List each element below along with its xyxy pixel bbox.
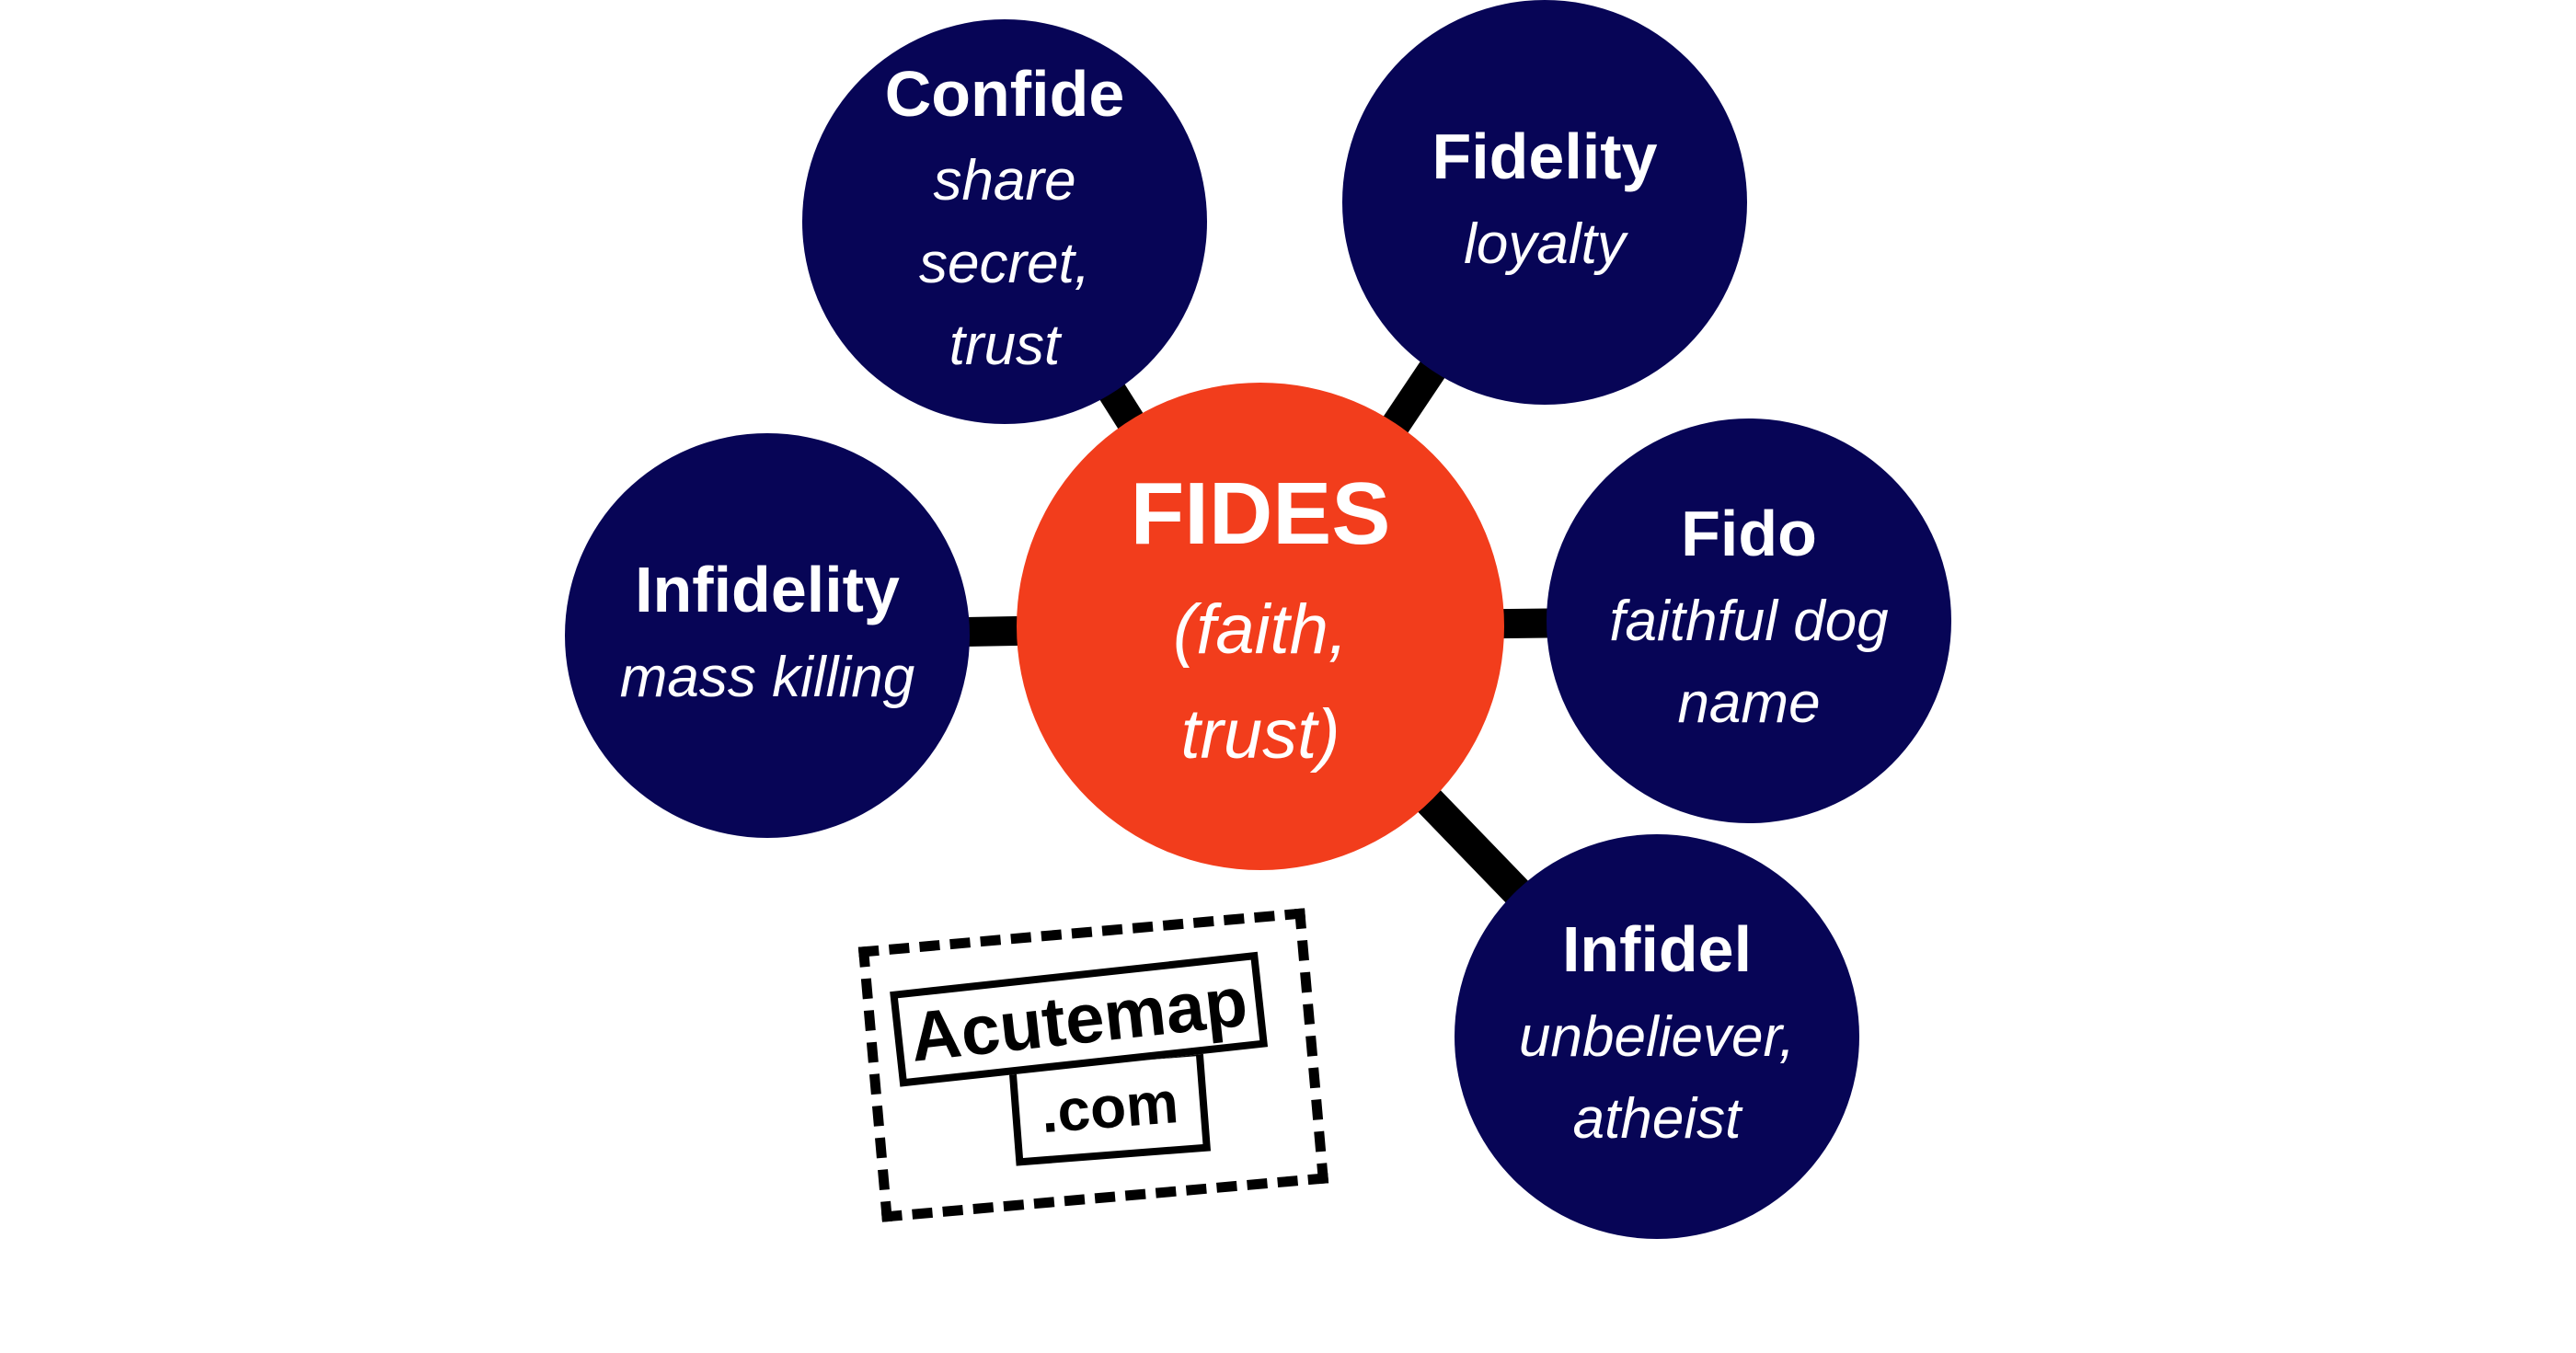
node-title-fidelity: Fidelity (1432, 120, 1658, 193)
center-subtitle-line: (faith, (1172, 590, 1349, 669)
node-circle-infidelity: Infidelity mass killing (565, 433, 970, 838)
center-circle-fides: FIDES (faith, trust) (1017, 383, 1504, 870)
node-title-confide: Confide (884, 57, 1125, 130)
node-definition-line: share (933, 149, 1076, 213)
node-definition-line: trust (949, 313, 1061, 377)
center-subtitle-line: trust) (1180, 694, 1340, 774)
node-definition-line: mass killing (619, 645, 915, 709)
node-definition-line: atheist (1572, 1087, 1742, 1152)
node-circle-fido: Fido faithful dog name (1547, 419, 1951, 823)
node-circle-confide: Confide share secret, trust (802, 19, 1207, 424)
node-title-fido: Fido (1681, 498, 1817, 570)
node-circle-infidel: Infidel unbeliever, atheist (1455, 834, 1859, 1239)
watermark-stamp: Acutemap .com (857, 908, 1329, 1222)
node-definition-line: unbeliever, (1519, 1004, 1795, 1069)
center-title: FIDES (1130, 464, 1391, 564)
node-definition-line: faithful dog (1609, 589, 1889, 653)
node-circle-fidelity: Fidelity loyalty (1342, 0, 1747, 405)
node-title-infidelity: Infidelity (635, 554, 900, 626)
node-definition-line: loyalty (1464, 212, 1626, 276)
node-definition-line: name (1677, 671, 1821, 736)
node-title-infidel: Infidel (1561, 913, 1753, 986)
watermark-name-box: Acutemap (890, 951, 1269, 1087)
node-definition-line: secret, (918, 231, 1091, 295)
watermark-domain-text: .com (1038, 1069, 1181, 1146)
